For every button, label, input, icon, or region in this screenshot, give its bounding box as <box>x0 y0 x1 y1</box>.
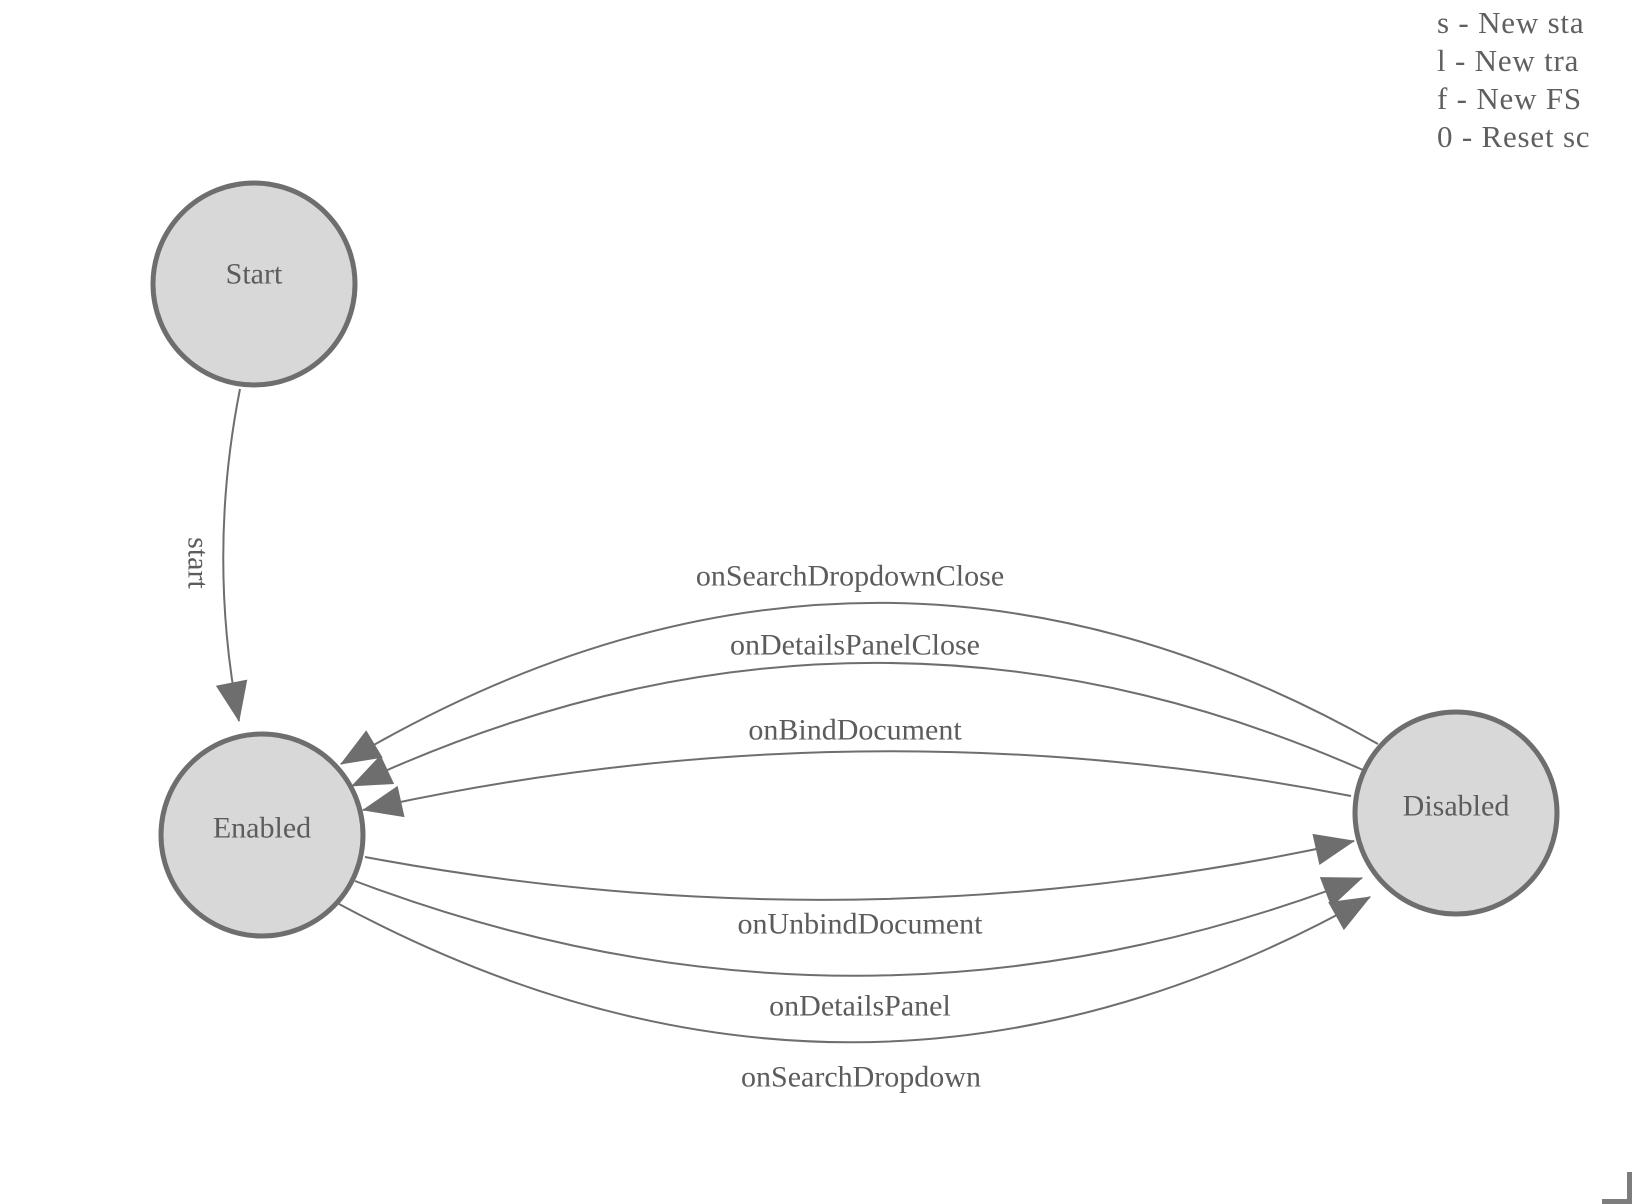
transition-edge-enabled-to-disabled-onUnbindDocument[interactable] <box>364 833 1355 901</box>
transition-edge-disabled-to-enabled-onBindDocument[interactable] <box>362 750 1352 818</box>
state-node-disabled[interactable] <box>1352 709 1560 917</box>
transitions-layer <box>215 388 1379 1044</box>
transition-label-disabled-to-enabled-onSearchDropdownClose[interactable]: onSearchDropdownClose <box>696 560 1004 593</box>
transition-label-enabled-to-disabled-onUnbindDocument[interactable]: onUnbindDocument <box>738 908 984 941</box>
legend-item-new-state: s - New sta <box>1437 5 1585 40</box>
state-label-disabled: Disabled <box>1403 790 1510 823</box>
state-label-start: Start <box>226 258 283 291</box>
shortcut-legend: s - New sta l - New tra f - New FS 0 - R… <box>1437 4 1590 156</box>
offscreen-corner-horizontal-bar <box>1602 1199 1632 1204</box>
transition-label-disabled-to-enabled-onDetailsPanelClose[interactable]: onDetailsPanelClose <box>730 629 980 662</box>
transition-edge-enabled-to-disabled-onDetailsPanel[interactable] <box>354 877 1363 977</box>
legend-item-new-fsm: f - New FS <box>1437 81 1582 116</box>
state-label-enabled: Enabled <box>213 812 311 845</box>
transition-edge-start-to-enabled[interactable] <box>215 388 248 722</box>
transition-label-start-to-enabled[interactable]: start <box>182 537 215 589</box>
state-node-enabled[interactable] <box>158 731 366 939</box>
transition-label-enabled-to-disabled-onDetailsPanel[interactable]: onDetailsPanel <box>769 990 951 1023</box>
transition-label-enabled-to-disabled-onSearchDropdown[interactable]: onSearchDropdown <box>741 1061 981 1094</box>
transition-label-disabled-to-enabled-onBindDocument[interactable]: onBindDocument <box>748 714 962 747</box>
transition-labels-layer: start onSearchDropdownClose onDetailsPanel… <box>182 537 1005 1093</box>
state-node-start[interactable] <box>150 180 358 388</box>
transition-edge-enabled-to-disabled-onSearchDropdown[interactable] <box>338 896 1371 1044</box>
offscreen-corner-vertical-bar <box>1627 1172 1632 1204</box>
transition-edge-disabled-to-enabled-onDetailsPanelClose[interactable] <box>351 661 1364 787</box>
transition-edge-disabled-to-enabled-onSearchDropdownClose[interactable] <box>340 601 1379 765</box>
legend-item-reset: 0 - Reset sc <box>1437 119 1591 154</box>
legend-item-new-transition: l - New tra <box>1437 43 1580 78</box>
